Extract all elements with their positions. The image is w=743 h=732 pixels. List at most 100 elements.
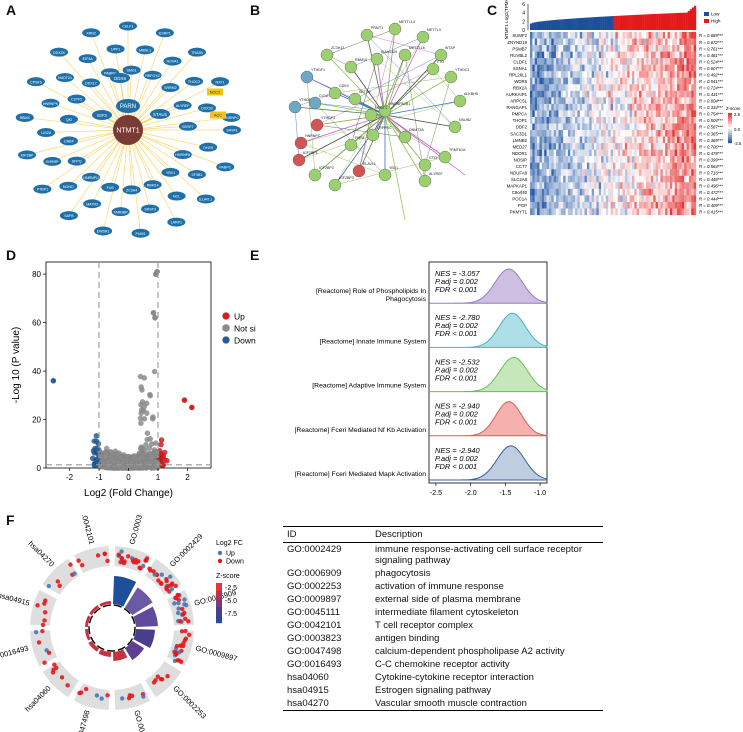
center-node-label: NTMT1 bbox=[116, 128, 139, 135]
volcano-point bbox=[144, 430, 151, 436]
c-heatmap-cell bbox=[601, 162, 604, 170]
c-heatmap-cell bbox=[544, 143, 547, 150]
c-heatmap-cell bbox=[591, 195, 595, 203]
c-legend-high: High bbox=[711, 19, 721, 24]
ridge-term-label: [Reactome] Fceri Mediated Mapk Activatio… bbox=[295, 471, 426, 478]
c-heatmap-cell bbox=[669, 169, 673, 176]
c-heatmap-cell bbox=[610, 123, 614, 131]
c-heatmap-cell bbox=[601, 90, 604, 98]
c-heatmap-cell bbox=[558, 38, 561, 46]
c-expression-bar bbox=[563, 19, 566, 30]
c-heatmap-cell bbox=[662, 97, 666, 105]
c-heatmap-cell bbox=[613, 84, 616, 91]
volcano-point bbox=[146, 460, 153, 467]
c-heatmap-cell bbox=[586, 182, 590, 190]
c-heatmap-cell bbox=[617, 97, 621, 105]
c-heatmap-cell bbox=[684, 149, 687, 157]
c-heatmap-cell bbox=[594, 110, 597, 118]
c-heatmap-cell bbox=[589, 32, 592, 39]
f-inner-bar bbox=[89, 605, 100, 616]
c-heatmap-cell bbox=[541, 116, 545, 124]
c-heatmap-cell bbox=[653, 32, 656, 39]
c-heatmap-cell bbox=[634, 103, 637, 111]
c-heatmap-cell bbox=[634, 90, 637, 98]
network-node bbox=[18, 150, 37, 160]
c-expression-bar bbox=[642, 14, 645, 30]
c-gene-label: SAC3D1 bbox=[510, 131, 527, 136]
c-heatmap-cell bbox=[634, 110, 637, 118]
c-heatmap-cell bbox=[639, 58, 642, 65]
c-heatmap-cell bbox=[594, 64, 597, 72]
c-heatmap-cell bbox=[641, 130, 644, 137]
c-heatmap-cell bbox=[537, 103, 540, 111]
c-heatmap-cell bbox=[677, 156, 680, 163]
c-heatmap-cell bbox=[586, 38, 590, 46]
c-heatmap-cell bbox=[655, 64, 659, 72]
c-heatmap-cell bbox=[672, 169, 675, 176]
c-heatmap-cell bbox=[582, 175, 585, 183]
c-heatmap-cell bbox=[558, 90, 561, 98]
c-heatmap-cell bbox=[684, 182, 687, 190]
c-heatmap-cell bbox=[681, 32, 685, 39]
c-heatmap-cell bbox=[594, 208, 597, 216]
f-gene-dot bbox=[151, 569, 156, 574]
c-heatmap-cell bbox=[594, 175, 597, 183]
c-heatmap-cell bbox=[679, 169, 682, 176]
c-heatmap-cell bbox=[598, 58, 602, 65]
c-heatmap-cell bbox=[551, 136, 554, 144]
c-heatmap-cell bbox=[546, 201, 550, 209]
c-expression-bar bbox=[627, 15, 630, 30]
c-heatmap-cell bbox=[577, 45, 580, 52]
volcano-xtick: 0 bbox=[126, 473, 131, 482]
panel-label-d: D bbox=[6, 247, 17, 263]
c-heatmap-cell bbox=[534, 97, 538, 105]
c-heatmap-cell bbox=[563, 136, 566, 144]
c-heatmap-cell bbox=[679, 136, 682, 144]
c-heatmap-cell bbox=[624, 175, 628, 183]
c-heatmap-cell bbox=[639, 188, 642, 196]
ridge-xtick: -2.0 bbox=[465, 490, 477, 497]
c-heatmap-cell bbox=[603, 84, 607, 91]
c-heatmap-cell bbox=[575, 130, 578, 137]
f-gene-dot bbox=[46, 650, 52, 656]
go-description-cell: calcium-dependent phospholipase A2 activ… bbox=[375, 646, 565, 657]
c-heatmap-cell bbox=[572, 58, 576, 65]
f-gene-dot bbox=[182, 610, 187, 616]
c-heatmap-cell bbox=[591, 156, 595, 163]
c-heatmap-cell bbox=[548, 195, 552, 203]
ridge-density bbox=[429, 312, 548, 348]
c-heatmap-cell bbox=[672, 51, 675, 59]
c-heatmap-cell bbox=[584, 175, 588, 183]
string-node-label: NTMT1 bbox=[375, 106, 387, 110]
c-heatmap-cell bbox=[620, 64, 623, 72]
c-heatmap-cell bbox=[556, 130, 559, 137]
volcano-point bbox=[108, 449, 115, 455]
string-node-label: IGF2BP2 bbox=[319, 166, 334, 170]
c-heatmap-cell bbox=[658, 90, 661, 98]
c-heatmap-cell bbox=[650, 123, 654, 131]
c-heatmap-cell bbox=[530, 182, 533, 190]
string-node bbox=[426, 62, 440, 76]
panel-a-network: SRSF1DHX9HNRNPAPABPCSF3B1YBX1ELAVL1NCLRB… bbox=[15, 21, 241, 238]
c-heatmap-cell bbox=[551, 97, 554, 105]
f-gene-dot bbox=[155, 674, 161, 679]
network-edge bbox=[42, 129, 129, 190]
c-heatmap-cell bbox=[677, 162, 680, 170]
c-heatmap-cell bbox=[658, 123, 661, 131]
f-inner-bar bbox=[85, 615, 91, 628]
c-heatmap-cell bbox=[665, 188, 668, 196]
string-node bbox=[300, 70, 314, 84]
c-heatmap-cell bbox=[603, 182, 607, 190]
network-node bbox=[67, 156, 86, 166]
c-heatmap-cell bbox=[615, 143, 618, 150]
c-heatmap-cell bbox=[532, 116, 535, 124]
c-heatmap-cell bbox=[610, 175, 614, 183]
c-heatmap-cell bbox=[681, 97, 685, 105]
f-gene-dot bbox=[186, 619, 191, 624]
c-heatmap-cell bbox=[615, 130, 618, 137]
c-heatmap-cell bbox=[534, 208, 538, 216]
c-heatmap-cell bbox=[556, 45, 559, 52]
c-heatmap-cell bbox=[586, 149, 590, 157]
c-heatmap-cell bbox=[631, 64, 635, 72]
c-heatmap-cell bbox=[584, 149, 588, 157]
